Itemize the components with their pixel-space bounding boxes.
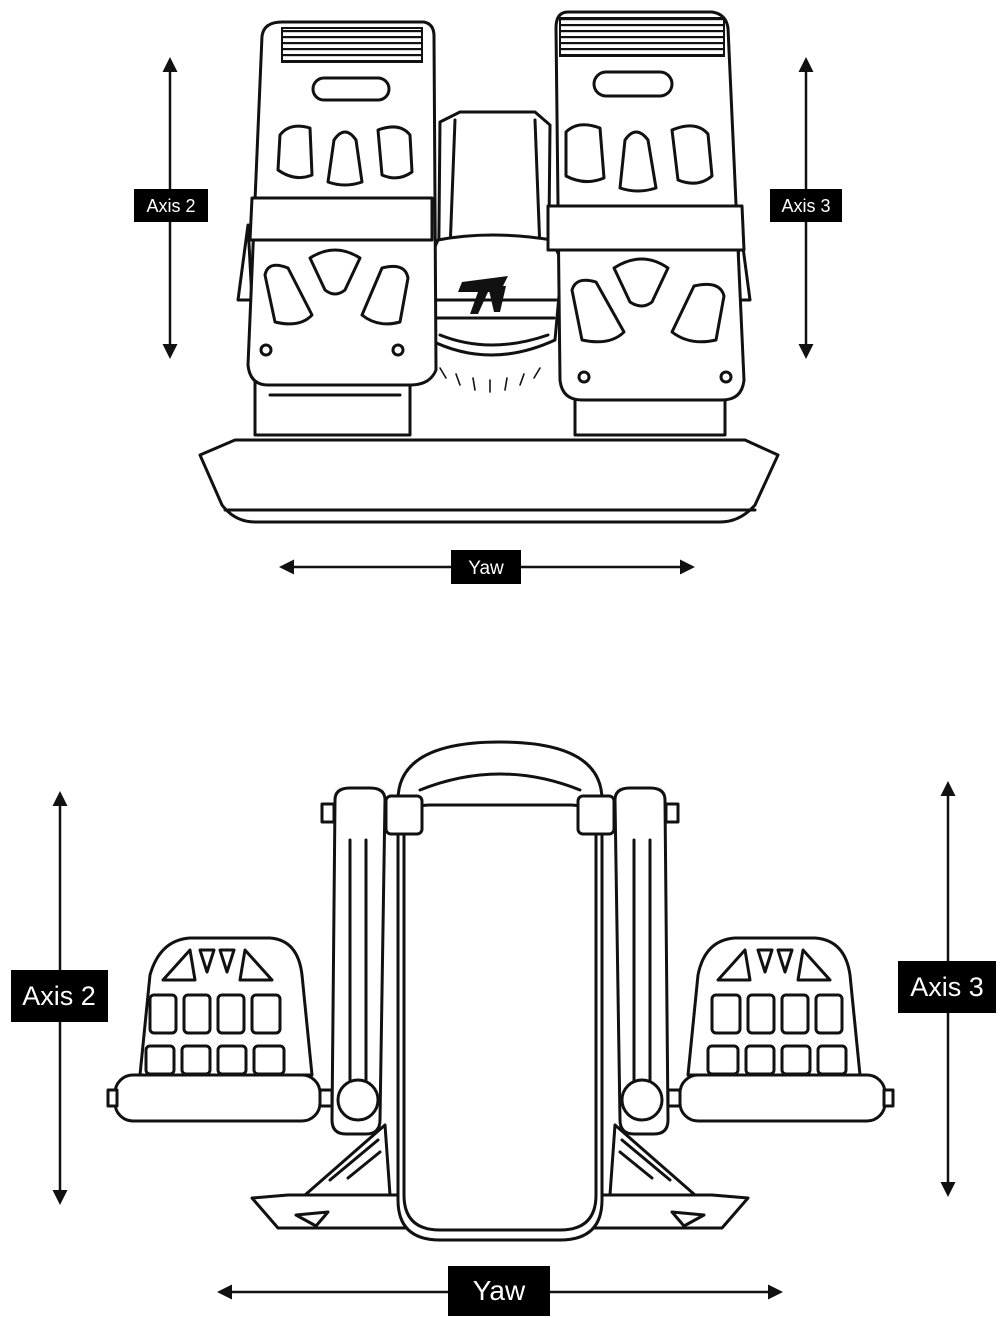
right-arm: [613, 786, 670, 1136]
axis3-label-box-top: [770, 189, 842, 222]
right-brace: [608, 1123, 697, 1197]
yaw-label-top: Yaw: [468, 558, 504, 579]
left-foot-pedal: [106, 936, 334, 1123]
axis3-label-side: Axis 3: [910, 972, 984, 1002]
yaw-label-side: Yaw: [473, 1275, 526, 1306]
yaw-label-box-top: [451, 550, 521, 584]
base-plate: [198, 438, 780, 524]
axis3-label-top: Axis 3: [781, 196, 830, 216]
side-view-pedals: Axis 2 Axis 3 Yaw: [11, 740, 996, 1316]
left-brace: [303, 1123, 392, 1197]
axis2-label-side: Axis 2: [22, 981, 96, 1011]
left-pedal-top: [246, 20, 438, 387]
axis2-label-top: Axis 2: [146, 196, 195, 216]
axis3-label-box-side: [898, 961, 996, 1013]
right-pedal-top: [546, 10, 746, 402]
right-foot-pedal: [666, 936, 895, 1123]
brand-logo: [458, 276, 508, 314]
top-view-pedals: Axis 2 Axis 3 Yaw: [134, 10, 842, 584]
axis2-label-box-side: [11, 970, 108, 1022]
yaw-label-box-side: [448, 1266, 550, 1316]
tick-marks: [439, 367, 541, 393]
axis2-label-box-top: [134, 189, 208, 222]
left-arm: [330, 786, 387, 1136]
